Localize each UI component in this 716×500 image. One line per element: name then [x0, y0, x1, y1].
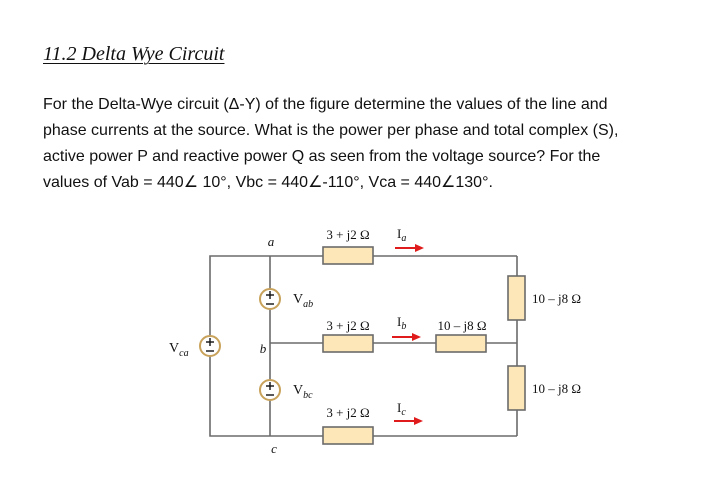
source-vab-icon [259, 288, 281, 310]
impedance-load-top-label: 10 – j8 Ω [532, 291, 581, 306]
current-arrow-b-icon [392, 333, 421, 341]
impedance-load-middle [435, 334, 487, 353]
source-vab-sub: ab [303, 299, 313, 310]
impedance-line-b-label: 3 + j2 Ω [326, 318, 369, 333]
problem-line: active power P and reactive power Q as s… [43, 148, 601, 165]
current-a-sub: a [401, 233, 406, 244]
source-vab-main: V [293, 292, 303, 307]
current-c-label: Ic [397, 400, 406, 418]
source-vbc-main: V [293, 383, 303, 398]
problem-line: For the Delta-Wye circuit (Δ-Y) of the f… [43, 96, 608, 113]
source-vca-main: V [169, 341, 179, 356]
current-c-sub: c [401, 407, 406, 418]
source-vca-icon [199, 335, 221, 357]
current-b-sub: b [401, 321, 406, 332]
current-a-label: Ia [397, 226, 406, 244]
source-vbc-sub: bc [303, 390, 313, 401]
source-vab-label: Vab [293, 292, 313, 310]
impedance-line-a-label: 3 + j2 Ω [326, 227, 369, 242]
current-b-label: Ib [397, 314, 406, 332]
source-vbc-icon [259, 379, 281, 401]
impedance-load-bottom-label: 10 – j8 Ω [532, 381, 581, 396]
current-arrow-c-icon [394, 417, 423, 425]
impedance-load-bottom [507, 365, 526, 411]
impedance-line-a [322, 246, 374, 265]
node-label-c: c [271, 441, 277, 456]
current-b-main: I [397, 314, 401, 329]
source-vca-sub: ca [179, 348, 188, 359]
impedance-line-c-label: 3 + j2 Ω [326, 405, 369, 420]
problem-line: values of Vab = 440∠ 10°, Vbc = 440∠-110… [43, 174, 493, 191]
current-arrow-a-icon [395, 244, 424, 252]
problem-statement: For the Delta-Wye circuit (Δ-Y) of the f… [43, 92, 683, 196]
problem-line: phase currents at the source. What is th… [43, 122, 619, 139]
current-c-main: I [397, 400, 401, 415]
impedance-line-c [322, 426, 374, 445]
impedance-load-top [507, 275, 526, 321]
node-label-b: b [260, 341, 267, 356]
impedance-load-middle-label: 10 – j8 Ω [437, 318, 486, 333]
impedance-line-b [322, 334, 374, 353]
current-a-main: I [397, 226, 401, 241]
node-label-a: a [268, 234, 275, 249]
source-vca-label: Vca [169, 341, 189, 359]
source-vbc-label: Vbc [293, 383, 313, 401]
section-title: 11.2 Delta Wye Circuit [43, 43, 225, 65]
